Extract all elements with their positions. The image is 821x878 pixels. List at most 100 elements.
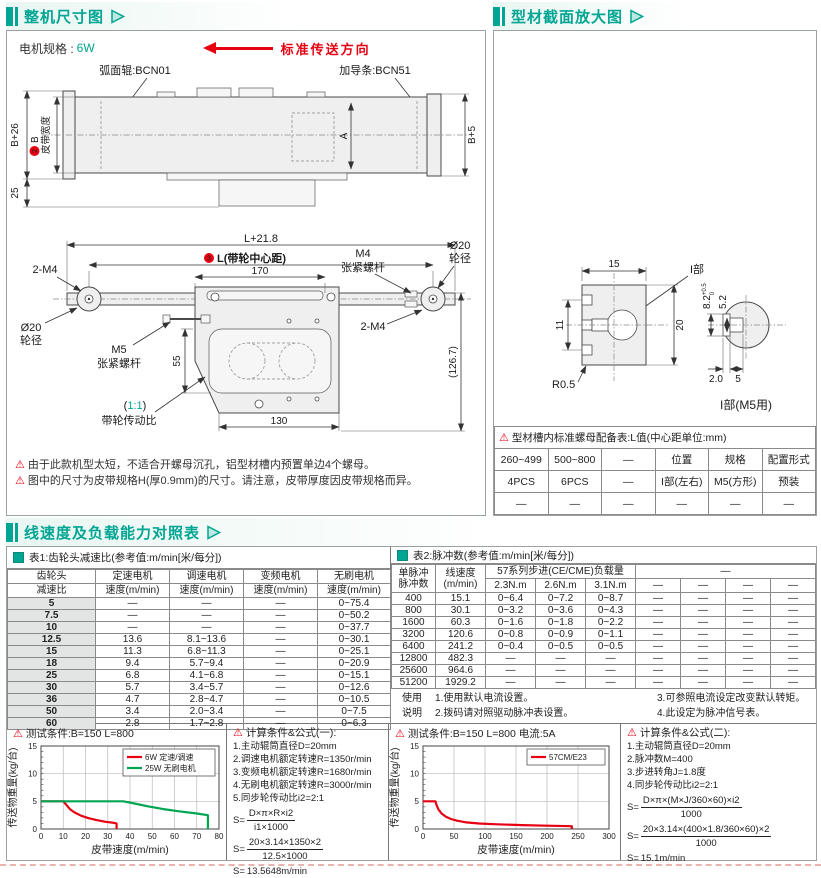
table-row: ——————: [494, 492, 816, 515]
table-cell: 241.2: [435, 640, 486, 653]
table-cell: —: [95, 597, 170, 610]
drawing-notes: ⚠由于此款机型太短，不适合开螺母沉孔，铝型材槽内预置单边4个螺母。 ⚠图中的尺寸…: [7, 455, 485, 491]
table-cell: —: [635, 640, 681, 653]
belt-width-callout: 2 B: [29, 136, 41, 156]
table-cell: —: [95, 621, 170, 634]
table-cell: —: [680, 652, 726, 665]
dim-52: 5.2: [718, 295, 729, 309]
table-cell: —: [680, 604, 726, 617]
svg-text:300: 300: [602, 832, 616, 841]
svg-text:60: 60: [170, 832, 179, 841]
table-cell: —: [635, 592, 681, 605]
label-2m4-right: 2-M4: [360, 321, 385, 333]
dim-1267: (126.7): [448, 346, 459, 378]
section-header: 型材截面放大图: [493, 2, 817, 30]
table-cell: 60.3: [435, 616, 486, 629]
dim-15: 15: [608, 259, 620, 270]
profile-section-drawing: 15 I部 11: [552, 259, 786, 412]
table-cell: 0~6.3: [317, 717, 391, 730]
section-arrow-icon: [630, 8, 645, 24]
formula-condition: 2.脉冲数M=400: [627, 754, 693, 765]
table-cell: 配置形式: [761, 448, 816, 471]
chart2-caption: ⚠测试条件:B=150 L=800 电流:5A: [395, 728, 556, 740]
th-linespeed: 线速度(m/min): [435, 564, 486, 593]
table-cell: —: [770, 604, 816, 617]
table-cell: 0~75.4: [317, 597, 391, 610]
formula-condition: 4.无刷电机额定转速R=3000r/min: [233, 780, 372, 791]
svg-text:40: 40: [126, 832, 135, 841]
table-cell: —: [601, 492, 656, 515]
formula1-heading: ⚠计算条件&公式(一):: [233, 727, 337, 739]
table-cell: 964.6: [435, 664, 486, 677]
chart1-caption: ⚠测试条件:B=150 L=800: [13, 728, 134, 740]
svg-text:0: 0: [415, 825, 420, 834]
section-title: 线速度及负载能力对照表: [24, 524, 201, 542]
table-cell: —: [485, 652, 536, 665]
page-fold-mark: [0, 864, 821, 866]
warning-icon: ⚠: [395, 728, 405, 740]
table-cell: 预装: [761, 470, 816, 493]
pulse-table: 单脉冲脉冲数 线速度(m/min) 57系列步进(CE/CME)负载量 — 2.…: [391, 564, 816, 689]
svg-text:15: 15: [410, 742, 419, 751]
table-cell: —: [770, 616, 816, 629]
table-cell: —: [243, 609, 318, 622]
table-cell: 0~0.4: [485, 640, 536, 653]
table-cell: 5.7~9.4: [169, 657, 244, 670]
table-cell: 120.6: [435, 628, 486, 641]
callout-3: 3: [207, 256, 211, 263]
dim-20: 20: [675, 319, 686, 331]
table-cell: —: [635, 676, 681, 689]
tables-row: 表1:齿轮头减速比(参考值:m/min[米/每分]) 齿轮头 定速电机 调速电机…: [7, 547, 816, 730]
dim-b26: B+26: [10, 123, 21, 147]
warning-icon: ⚠: [15, 475, 25, 487]
table-cell: —: [680, 616, 726, 629]
table-cell: —: [635, 652, 681, 665]
formula2-heading: ⚠计算条件&公式(二):: [627, 727, 731, 739]
svg-text:10: 10: [28, 769, 37, 778]
table-cell: —: [243, 645, 318, 658]
table-cell: —: [680, 592, 726, 605]
table-row: 10———0~37.7: [7, 621, 391, 634]
table-cell: 25600: [391, 664, 436, 677]
table1-caption: 表1:齿轮头减速比(参考值:m/min[米/每分]): [7, 547, 390, 569]
label-m4-2: 张紧螺杆: [341, 260, 385, 274]
usage-col-2: 3.可参照电流设定改变默认转矩。4.此设定为脉冲信号表。: [657, 693, 806, 719]
table-cell: —: [680, 664, 726, 677]
table-cell: 0~12.6: [317, 681, 391, 694]
svg-text:30: 30: [103, 832, 112, 841]
table-cell: —: [680, 628, 726, 641]
table-cell: —: [635, 664, 681, 677]
table-cell: —: [535, 664, 586, 677]
dim-b: B: [30, 136, 41, 143]
table-cell: 6.8: [95, 669, 170, 682]
table-cell: 0~3.6: [535, 604, 586, 617]
label-d20-left-2: 轮径: [20, 333, 42, 347]
label-2m4-left: 2-M4: [32, 264, 57, 276]
table-cell: —: [680, 676, 726, 689]
table-cell: —: [725, 652, 771, 665]
top-panels: 整机尺寸图 电机规格 : 6W 标准传送方向 弧面辊:B: [6, 2, 817, 516]
dim-25: 25: [10, 187, 21, 199]
table-cell: —: [725, 676, 771, 689]
table-caption-icon: [397, 549, 408, 561]
motor-spec-value: 6W: [76, 41, 95, 55]
table-cell: —: [725, 628, 771, 641]
warning-icon: ⚠: [627, 727, 637, 739]
table-cell: 4PCS: [494, 470, 549, 493]
table-cell: 8.1~13.6: [169, 633, 244, 646]
svg-text:10: 10: [59, 832, 68, 841]
table-cell: —: [725, 592, 771, 605]
dim-a: A: [339, 132, 350, 139]
